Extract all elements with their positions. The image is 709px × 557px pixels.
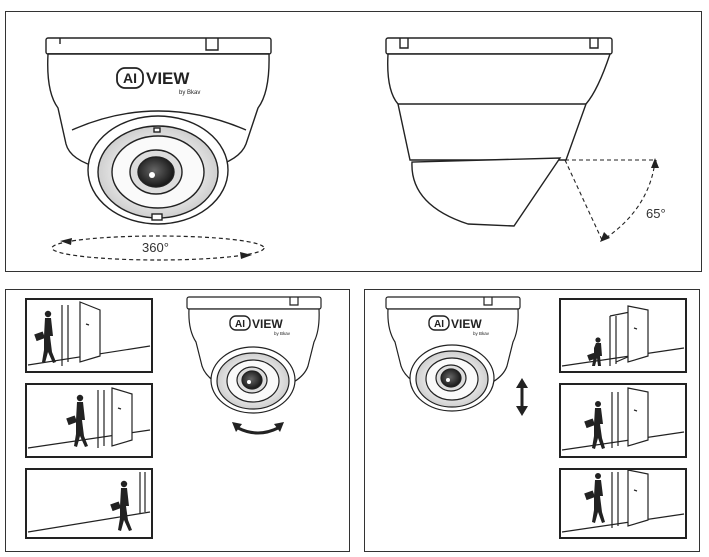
person-silhouette: [110, 480, 132, 531]
scene-frame-pan-2: [25, 383, 153, 458]
camera-pan: [186, 296, 322, 414]
scene-frame-tilt-1: [559, 298, 687, 373]
scene-frame-pan-1: [25, 298, 153, 373]
person-silhouette: [66, 394, 88, 447]
pan-arrow-icon: [232, 422, 284, 435]
camera-front-view: [45, 37, 272, 225]
brand-logo: AI VIEW by Bkav: [116, 67, 200, 96]
logo-tagline: by Bkav: [179, 90, 200, 96]
camera-tilt: [385, 296, 521, 412]
pan-logo-text: VIEW: [252, 317, 283, 331]
person-silhouette: [584, 473, 605, 523]
scene-frame-pan-3: [25, 468, 153, 539]
tilt-65-indicator: [564, 158, 659, 242]
camera-side-view: [385, 37, 613, 227]
person-silhouette: [584, 401, 605, 449]
tilt-logo-tagline: by Bkav: [473, 331, 490, 336]
tilt-label: 65°: [646, 206, 666, 221]
tilt-logo-badge: AI: [434, 319, 444, 330]
rotation-360-indicator: [51, 235, 265, 261]
tilt-arrow-icon: [516, 378, 528, 416]
rotation-label: 360°: [142, 240, 169, 255]
person-silhouette: [34, 310, 56, 363]
pan-logo: AI VIEW by Bkav: [229, 315, 291, 336]
person-silhouette: [587, 337, 602, 366]
tilt-logo-text: VIEW: [451, 317, 482, 331]
scene-frame-tilt-3: [559, 468, 687, 539]
logo-text: VIEW: [146, 69, 190, 88]
logo-badge: AI: [123, 70, 137, 86]
tilt-logo: AI VIEW by Bkav: [428, 315, 490, 336]
pan-logo-badge: AI: [235, 319, 245, 330]
scene-frame-tilt-2: [559, 383, 687, 458]
pan-logo-tagline: by Bkav: [274, 331, 291, 336]
